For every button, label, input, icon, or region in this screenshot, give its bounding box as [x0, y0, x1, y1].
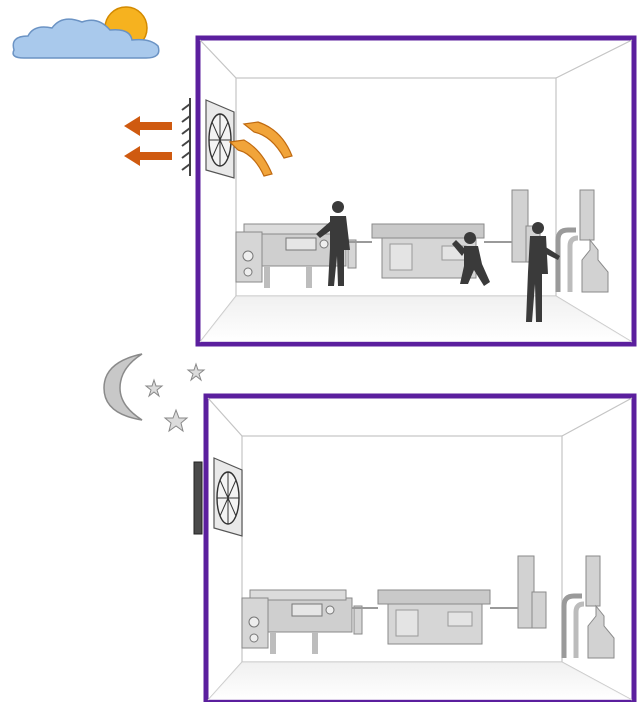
- closed-vent-panel: [193, 461, 203, 535]
- worker-operating-icon: [526, 222, 560, 322]
- day-scene: [12, 6, 637, 347]
- moon-and-stars-icon: [103, 353, 206, 433]
- airflow-arrow-icon: [228, 121, 293, 177]
- sun-behind-cloud-icon: [12, 6, 160, 59]
- worker-standing-icon: [316, 201, 350, 286]
- exhaust-arrow-icon: [124, 116, 172, 166]
- exhaust-louver: [181, 98, 191, 176]
- exhaust-fan-off: [213, 457, 243, 537]
- day-room: [195, 35, 637, 347]
- night-room: [203, 393, 637, 702]
- exhaust-fan-running: [205, 99, 235, 179]
- worker-kneeling-icon: [452, 232, 490, 286]
- night-scene: [103, 353, 637, 702]
